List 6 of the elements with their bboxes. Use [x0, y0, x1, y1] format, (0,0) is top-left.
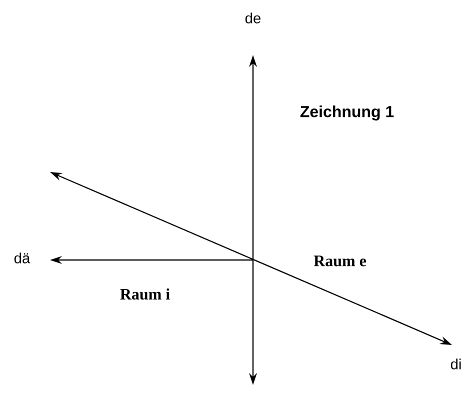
axis-label: dä — [14, 252, 30, 264]
drawing-title: Zeichnung 1 — [300, 106, 394, 120]
region-label: Raum i — [120, 288, 170, 300]
axis-label: di — [450, 358, 461, 370]
axis-label: de — [245, 12, 260, 24]
region-label: Raum e — [314, 256, 366, 266]
